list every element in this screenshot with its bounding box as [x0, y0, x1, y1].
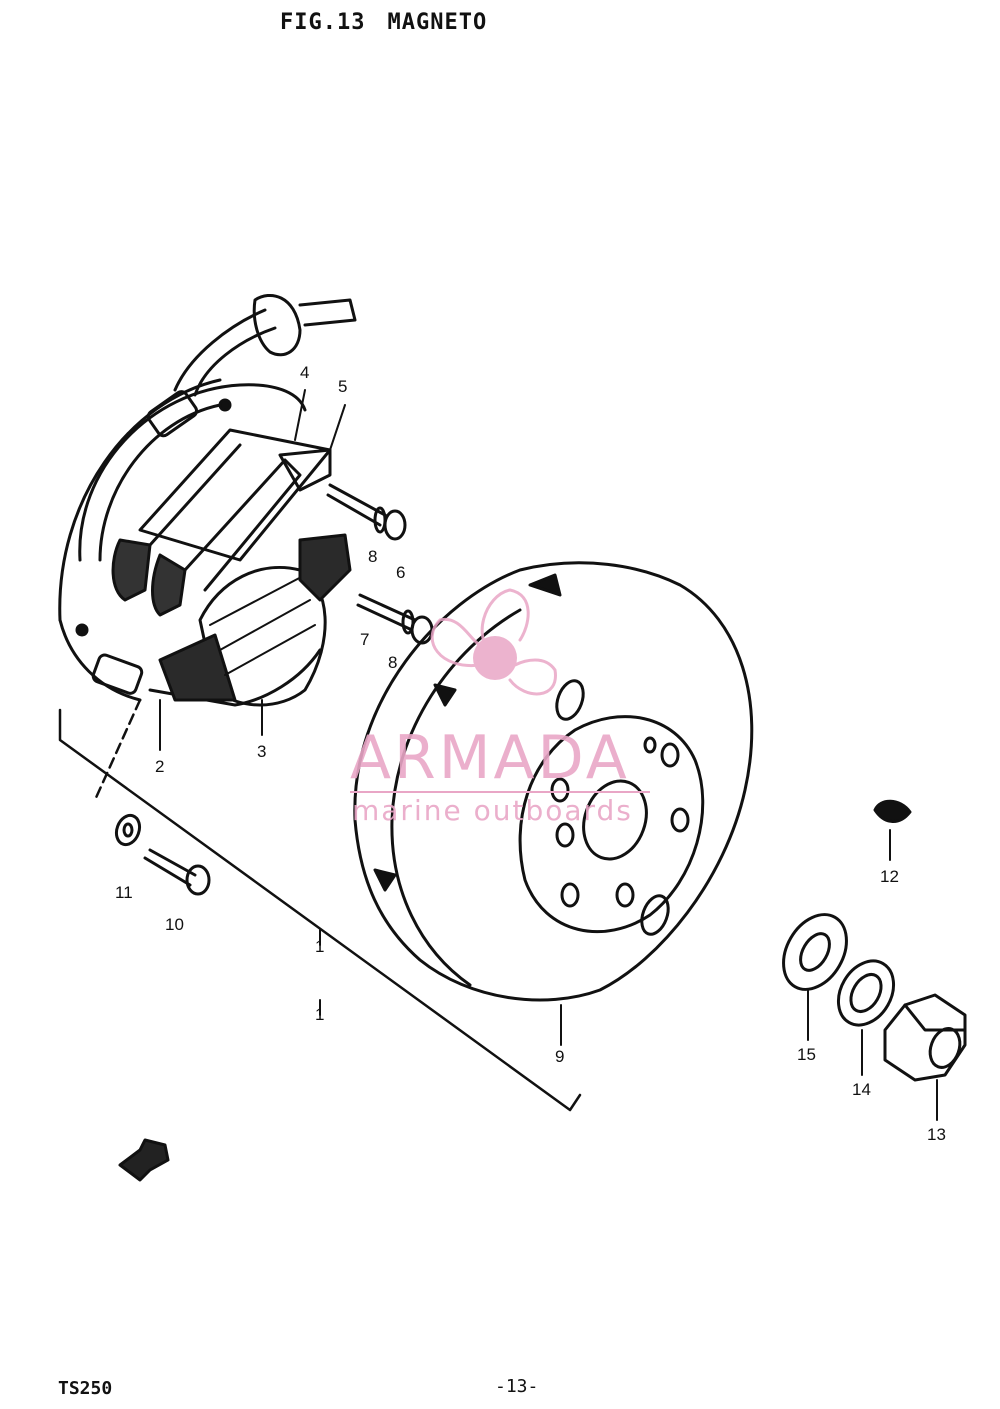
callout-15: 15	[797, 1045, 816, 1064]
callout-4: 4	[300, 363, 309, 382]
woodruff-key	[873, 799, 912, 823]
callout-13: 13	[927, 1125, 946, 1144]
flywheel-nut	[883, 993, 967, 1082]
watermark-brand: ARMADA	[350, 723, 630, 793]
callout-9: 9	[555, 1047, 564, 1066]
base-washer	[114, 813, 142, 847]
callout-2: 2	[155, 757, 164, 776]
callout-8a: 8	[368, 547, 377, 566]
callout-1a: 1	[315, 937, 324, 956]
callout-10: 10	[165, 915, 184, 934]
figure-title: FIG.13 MAGNETO	[280, 10, 509, 35]
ignition-coil	[111, 428, 332, 617]
stator-base-plate	[58, 378, 322, 707]
callout-3: 3	[257, 742, 266, 761]
lighting-coil	[158, 533, 352, 707]
assembly-bracket	[58, 698, 582, 1112]
model-code: TS250	[58, 1378, 113, 1399]
figure-number: FIG.13	[280, 10, 366, 35]
callout-6: 6	[396, 563, 405, 582]
callout-8b: 8	[388, 653, 397, 672]
front-direction-arrow-icon	[118, 1138, 170, 1182]
callout-leader-lines	[159, 389, 938, 1121]
washer	[782, 913, 848, 991]
lead-wire	[173, 294, 357, 397]
page-number: -13-	[495, 1376, 539, 1397]
callout-14: 14	[852, 1080, 871, 1099]
callout-11: 11	[115, 883, 133, 902]
callout-5: 5	[338, 377, 347, 396]
callout-1b: 1	[315, 1005, 324, 1024]
coil-screw-upper	[326, 483, 407, 541]
watermark-tagline: marine outboards	[352, 794, 633, 827]
base-screw	[143, 848, 211, 896]
figure-name: MAGNETO	[387, 10, 488, 35]
lock-washer	[836, 959, 896, 1027]
callout-12: 12	[880, 867, 899, 886]
callout-7: 7	[360, 630, 369, 649]
flywheel-rotor	[353, 561, 754, 1002]
watermark-logo	[430, 588, 557, 696]
